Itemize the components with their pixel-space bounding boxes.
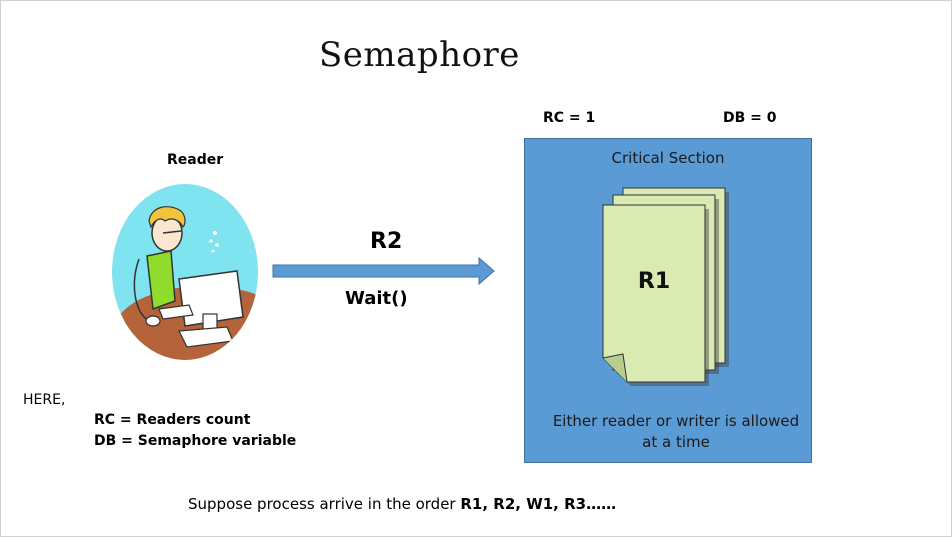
right-arrow-icon: [272, 256, 495, 286]
reader-label: Reader: [167, 152, 224, 168]
current-process-label: R1: [637, 269, 671, 294]
critical-section-note: Either reader or writer is allowed at a …: [552, 412, 800, 451]
rc-value: RC = 1: [543, 110, 596, 126]
document-stack-icon: [602, 187, 729, 386]
db-value: DB = 0: [723, 110, 777, 126]
legend-item-db: DB = Semaphore variable: [94, 433, 297, 449]
legend-intro: HERE,: [23, 392, 66, 408]
reader-clipart-icon: [112, 184, 258, 360]
arrow-operation-label: Wait(): [345, 288, 408, 309]
footer-order: R1, R2, W1, R3……: [460, 495, 617, 513]
arrow-process-label: R2: [370, 229, 403, 254]
footer-text: Suppose process arrive in the order R1, …: [188, 495, 616, 513]
critical-section-title: Critical Section: [611, 149, 725, 167]
legend-item-rc: RC = Readers count: [94, 412, 251, 428]
slide-title: Semaphore: [319, 35, 520, 75]
footer-prefix: Suppose process arrive in the order: [188, 495, 461, 513]
